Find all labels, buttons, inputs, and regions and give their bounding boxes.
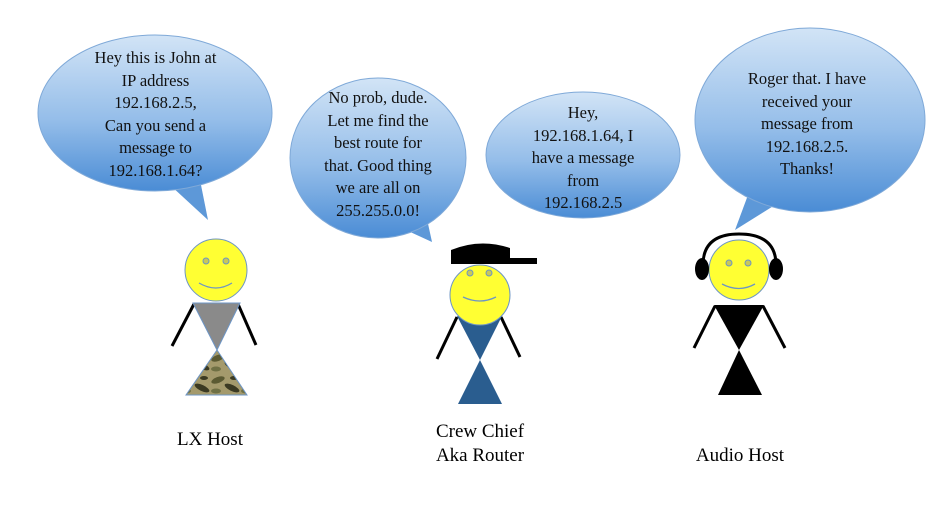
gray-shirt — [192, 302, 241, 352]
text-line: Hey this is John at — [94, 48, 217, 67]
smiley-face — [708, 239, 770, 301]
speech-bubble-lx-host — [37, 34, 273, 220]
black-shirt — [714, 305, 764, 350]
camo-pants — [185, 349, 248, 396]
right-arm — [499, 316, 522, 358]
blue-shirt — [457, 316, 502, 360]
bubble-text-lx-host: Hey this is John at IP address 192.168.2… — [58, 47, 253, 182]
text-line: best route for — [334, 133, 422, 152]
smiley-face — [449, 264, 511, 326]
right-arm — [761, 305, 787, 349]
text-line: that. Good thing — [324, 155, 432, 175]
crew-chief-figure — [435, 243, 537, 404]
text-line: have a message — [531, 148, 635, 167]
audio-host-figure — [692, 232, 787, 395]
text-line: No prob, dude. — [328, 88, 428, 107]
crew-chief-label-line2: Aka Router — [435, 445, 525, 466]
left-arm — [692, 305, 717, 349]
headphones-icon — [695, 232, 783, 280]
baseball-cap-icon — [451, 243, 537, 264]
speech-bubble-router-reply — [289, 77, 467, 242]
text-line: message to — [119, 138, 192, 157]
text-line: Hey, — [567, 103, 599, 122]
text-line: Thanks! — [779, 159, 835, 178]
lx-host-label: LX Host — [177, 429, 243, 450]
text-line: we are all on — [335, 178, 421, 197]
text-line: 255.255.0.0! — [336, 200, 420, 220]
black-pants — [718, 350, 762, 395]
text-line: 192.168.2.5, — [114, 93, 197, 112]
smiley-face — [184, 238, 248, 302]
text-line: 192.168.2.5 — [543, 193, 623, 212]
text-line: 192.168.1.64, I — [532, 125, 634, 145]
crew-chief-label-line1: Crew Chief — [435, 421, 525, 442]
bubble-text-router-reply: No prob, dude. Let me find the best rout… — [298, 87, 458, 222]
right-arm — [236, 303, 258, 346]
crew-chief-label: Crew Chief Aka Router — [410, 420, 550, 468]
blue-pants — [458, 360, 502, 404]
text-line: Let me find the — [327, 110, 429, 130]
bubble-text-router-forward: Hey, 192.168.1.64, I have a message from… — [503, 102, 663, 215]
bubble-text-audio-host: Roger that. I have received your message… — [717, 68, 897, 181]
left-arm — [435, 316, 459, 360]
text-line: Can you send a — [104, 115, 207, 135]
text-line: 192.168.2.5. — [765, 136, 849, 156]
text-line: IP address — [121, 70, 190, 90]
audio-host-label: Audio Host — [695, 445, 785, 466]
text-line: from — [566, 170, 600, 190]
left-arm — [170, 303, 196, 347]
speech-bubble-audio-host — [694, 27, 926, 230]
text-line: Roger that. I have — [747, 69, 867, 88]
text-line: message from — [760, 114, 854, 133]
lx-host-figure — [170, 238, 258, 396]
text-line: received your — [761, 91, 853, 111]
text-line: 192.168.1.64? — [108, 160, 203, 180]
speech-bubble-router-forward — [485, 91, 681, 219]
